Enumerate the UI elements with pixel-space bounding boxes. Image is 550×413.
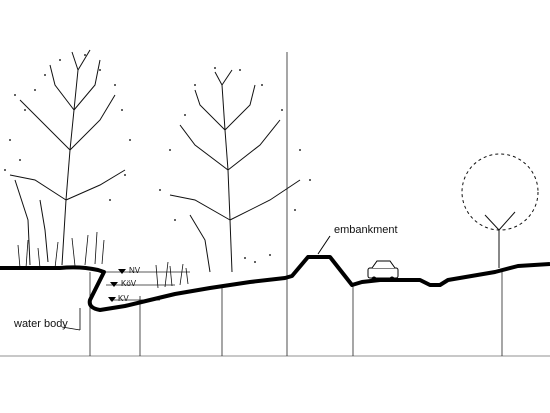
foliage-dots xyxy=(4,54,311,263)
tree-left xyxy=(9,49,126,266)
nv-marker-icon xyxy=(118,269,126,274)
embankment-leader xyxy=(317,235,331,255)
kov-marker-icon xyxy=(110,282,118,287)
reeds xyxy=(17,231,189,289)
car xyxy=(367,260,399,282)
kv-marker-icon xyxy=(108,297,116,302)
terrain-profile xyxy=(0,255,550,312)
trees xyxy=(9,49,539,273)
embankment-label: embankment xyxy=(334,224,398,236)
tree-middle xyxy=(169,69,301,273)
water-levels xyxy=(104,271,190,301)
reference-lines xyxy=(0,52,550,357)
tree-right xyxy=(461,153,539,268)
kv-label: KV xyxy=(118,294,129,303)
water-body-leader xyxy=(61,326,81,331)
nv-label: NV xyxy=(129,266,141,275)
water-body-label: water body xyxy=(13,318,68,330)
kov-label: KöV xyxy=(121,279,137,288)
